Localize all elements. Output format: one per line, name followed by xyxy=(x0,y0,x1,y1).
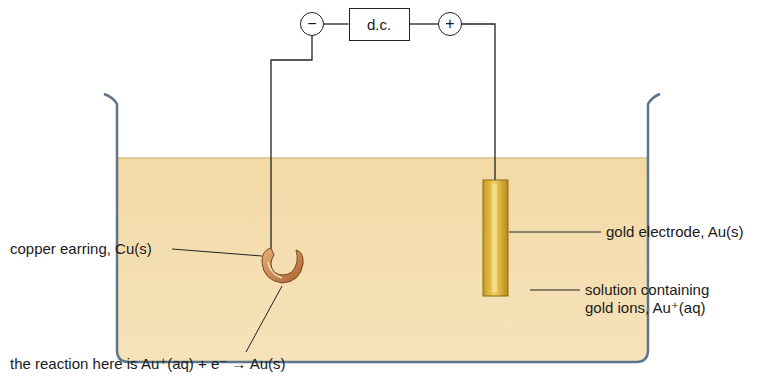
liquid-surface xyxy=(117,157,647,159)
terminal-circle: + xyxy=(438,12,462,36)
part-label: gold electrode, Au(s) xyxy=(606,223,744,241)
wire xyxy=(461,24,495,180)
part-label: the reaction here is Au⁺(aq) + e⁻ → Au(s… xyxy=(10,355,286,373)
leader-line xyxy=(530,290,580,291)
power-supply-box: d.c. xyxy=(349,8,410,41)
beaker xyxy=(104,94,660,362)
node-text: d.c. xyxy=(367,17,391,32)
leader-line xyxy=(172,249,262,256)
gold-electrode-highlight xyxy=(492,184,497,292)
leader-line xyxy=(246,286,282,352)
part-label: copper earring, Cu(s) xyxy=(10,240,152,258)
leader-line xyxy=(509,232,601,233)
part-label: solution containing gold ions, Au⁺(aq) xyxy=(585,281,735,317)
copper-earring xyxy=(262,248,303,283)
terminal-circle: − xyxy=(300,12,324,36)
node-text: − xyxy=(307,16,316,32)
wire-connector xyxy=(324,23,349,24)
earring-highlight xyxy=(268,262,282,278)
gold-electrode xyxy=(483,180,508,296)
wire xyxy=(271,35,312,248)
wire-connector xyxy=(410,23,439,24)
node-text: + xyxy=(445,16,454,32)
solution xyxy=(117,158,647,361)
